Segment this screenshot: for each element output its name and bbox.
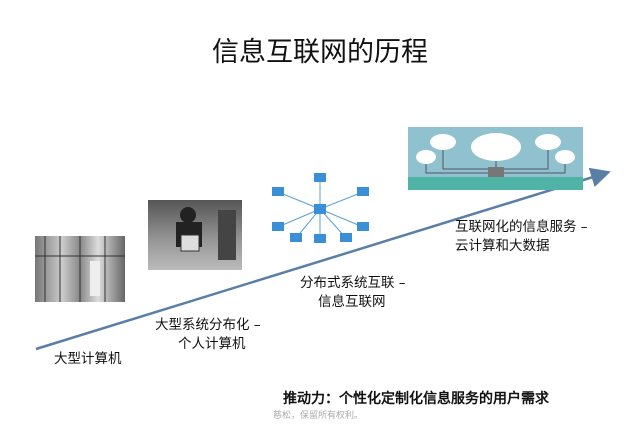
cloud-computing-illustration [408, 127, 583, 190]
driver-statement: 推动力：个性化定制化信息服务的用户需求 [283, 391, 549, 407]
watermark: 慈松，保留所有权利。 [273, 411, 364, 421]
stage-line: 信息互联网 [318, 294, 386, 310]
stage-mainframe-label: 大型计算机 [54, 350, 122, 369]
stage-line: 互联网化的信息服务 – [455, 219, 588, 235]
stage-internet-label: 分布式系统互联 – 信息互联网 [300, 274, 406, 312]
stage-pc-label: 大型系统分布化 – 个人计算机 [155, 316, 261, 354]
stage-cloud-label: 互联网化的信息服务 – 云计算和大数据 [455, 218, 588, 256]
personal-computer-photo [148, 200, 242, 270]
stage-line: 个人计算机 [178, 336, 246, 352]
network-illustration [268, 172, 372, 246]
stage-line: 大型系统分布化 – [155, 317, 261, 333]
slide-title: 信息互联网的历程 [212, 37, 428, 68]
mainframe-photo [35, 236, 125, 302]
stage-line: 分布式系统互联 – [300, 275, 406, 291]
stage-line: 大型计算机 [54, 351, 122, 367]
stage-line: 云计算和大数据 [455, 238, 550, 254]
